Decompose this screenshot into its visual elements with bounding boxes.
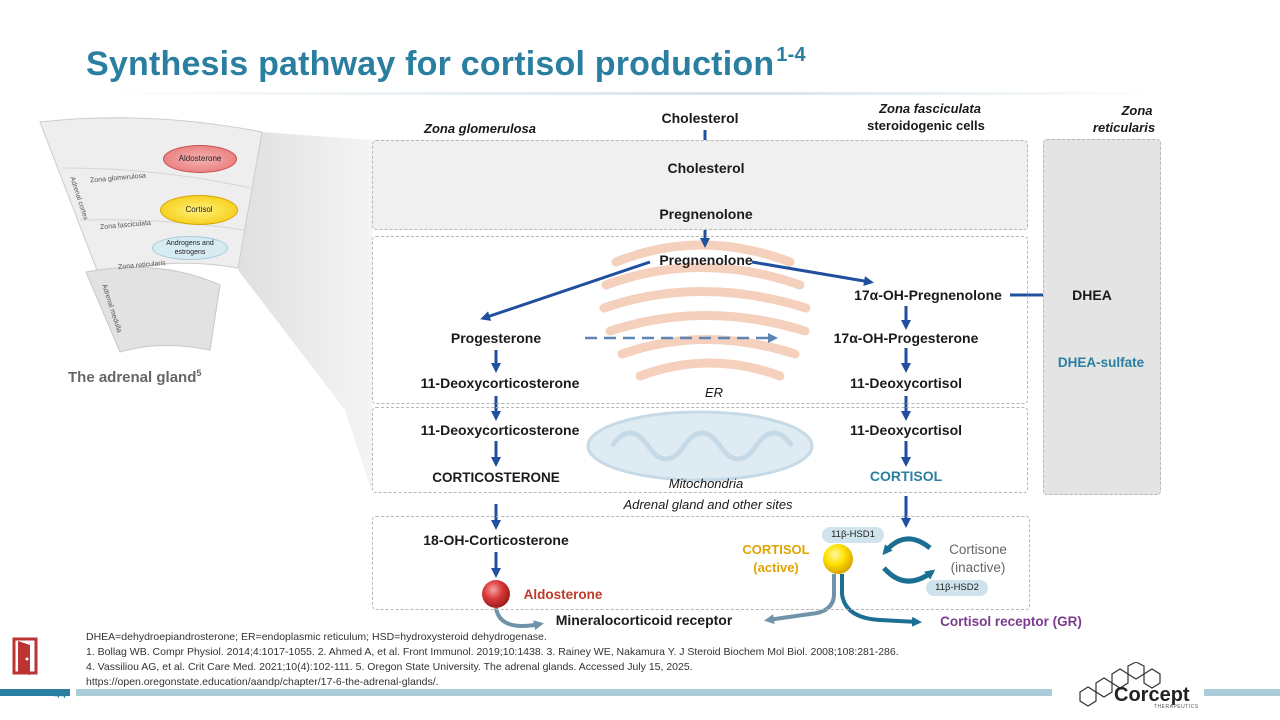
node-mitochondria-label: Mitochondria	[668, 476, 744, 491]
node-18oh-corticosterone: 18-OH-Corticosterone	[423, 532, 569, 548]
exit-door-icon[interactable]	[12, 637, 40, 677]
node-pregnenolone-2: Pregnenolone	[659, 252, 753, 268]
gland-aldosterone-pill: Aldosterone	[163, 145, 237, 173]
node-dhea-sulfate: DHEA-sulfate	[1057, 355, 1145, 370]
hsd2-cycle-arrow	[882, 566, 936, 584]
node-17oh-progesterone: 17α-OH-Progesterone	[833, 330, 979, 346]
logo-subtext: THERAPEUTICS	[1154, 704, 1199, 710]
node-er-label: ER	[704, 385, 724, 400]
footnote-abbreviations: DHEA=dehydroepiandrosterone; ER=endoplas…	[86, 631, 547, 643]
cortisol-ball	[823, 544, 853, 574]
node-deoxycorticosterone-1: 11-Deoxycorticosterone	[420, 375, 580, 391]
node-aldosterone: Aldosterone	[523, 587, 603, 602]
aldosterone-to-mr-arrow	[494, 607, 544, 631]
footnotes: DHEA=dehydroepiandrosterone; ER=endoplas…	[86, 630, 899, 690]
node-corticosterone: CORTICOSTERONE	[432, 470, 560, 485]
node-cholesterol-top: Cholesterol	[661, 110, 739, 126]
gland-androgens-pill: Androgens and estrogens	[152, 236, 228, 260]
node-adrenal-other-sites: Adrenal gland and other sites	[623, 497, 793, 512]
zone-box-other-sites	[372, 516, 1030, 610]
node-cortisone-2: (inactive)	[950, 560, 1006, 575]
node-mineralocorticoid-receptor: Mineralocorticoid receptor	[555, 612, 733, 628]
node-dhea: DHEA	[1072, 287, 1112, 303]
footnote-ref-1: 1. Bollag WB. Compr Physiol. 2014;4:1017…	[86, 646, 899, 658]
zone-box-reticularis	[1043, 139, 1161, 495]
node-cortisol: CORTISOL	[869, 468, 943, 484]
corcept-logo: Corcept THERAPEUTICS	[1068, 661, 1199, 710]
node-17oh-pregnenolone: 17α-OH-Pregnenolone	[854, 287, 1002, 303]
bottom-bar-mid	[76, 689, 1052, 696]
node-glucocorticoid-receptor: Cortisol receptor (GR)	[940, 614, 1082, 629]
node-progesterone: Progesterone	[450, 330, 542, 346]
header-zona-glomerulosa: Zona glomerulosa	[424, 121, 536, 136]
title-underline	[86, 92, 1166, 95]
bottom-bar-left	[0, 689, 70, 696]
node-deoxycortisol-2: 11-Deoxycortisol	[849, 422, 963, 438]
header-zona-fasciculata-1: Zona fasciculata	[879, 101, 981, 116]
bottom-bar-right	[1204, 689, 1280, 696]
footnote-ref-2: 4. Vassiliou AG, et al. Crit Care Med. 2…	[86, 661, 693, 673]
node-pregnenolone-1: Pregnenolone	[659, 206, 753, 222]
header-zona-reticularis-2: reticularis	[1092, 120, 1156, 135]
logo-text: Corcept	[1114, 684, 1190, 706]
node-cholesterol: Cholesterol	[667, 160, 745, 176]
node-cortisone-1: Cortisone	[949, 542, 1007, 557]
header-zona-reticularis-1: Zona	[1121, 103, 1153, 118]
page-title: Synthesis pathway for cortisol productio…	[86, 44, 806, 83]
logo-hexagon-icon	[1079, 661, 1161, 707]
cortisol-to-mr-arrow	[764, 574, 836, 625]
hsd1-cycle-arrow	[882, 536, 932, 556]
zone-box-mito	[372, 407, 1028, 493]
hsd2-pill: 11β-HSD2	[926, 580, 988, 596]
mitochondria-illustration	[586, 410, 814, 482]
hsd1-pill: 11β-HSD1	[822, 527, 884, 543]
zoom-wedge	[238, 132, 372, 492]
aldosterone-ball	[482, 580, 510, 608]
zone-box-middle	[372, 236, 1028, 404]
cortisol-to-gr-arrow	[840, 574, 922, 627]
node-deoxycorticosterone-2: 11-Deoxycorticosterone	[420, 422, 580, 438]
node-cortisol-active-2: (active)	[753, 560, 799, 575]
header-zona-fasciculata-2: steroidogenic cells	[867, 118, 985, 133]
node-cortisol-active-1: CORTISOL	[742, 542, 810, 557]
footnote-url[interactable]: https://open.oregonstate.education/aandp…	[86, 676, 439, 688]
gland-caption: The adrenal gland5	[68, 368, 202, 386]
gland-cortisol-pill: Cortisol	[160, 195, 238, 225]
page-number: 44	[54, 689, 67, 701]
zone-box-top	[372, 140, 1028, 230]
node-deoxycortisol-1: 11-Deoxycortisol	[849, 375, 963, 391]
